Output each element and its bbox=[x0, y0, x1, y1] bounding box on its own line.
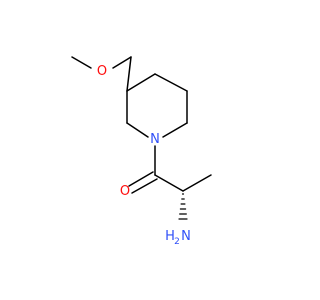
bond-ring-c3-c4 bbox=[126, 73, 156, 92]
bond-ring-c6-n bbox=[162, 122, 188, 138]
hashed-wedge-bond bbox=[178, 193, 188, 220]
amine-hydrogen-count: 2 bbox=[174, 237, 180, 247]
bond-carbonyl-c-alpha bbox=[154, 174, 184, 192]
bond-ring-c4-c5 bbox=[154, 73, 188, 92]
ring-nitrogen-label: N bbox=[150, 132, 160, 147]
bond-ring-n-c2 bbox=[126, 122, 149, 138]
bond-alpha-methyl bbox=[182, 174, 212, 192]
amine-hydrogen-label: H bbox=[165, 229, 175, 244]
carbonyl-oxygen-label: O bbox=[120, 184, 130, 199]
bond-o-ch2 bbox=[112, 56, 132, 69]
bond-methyl-o bbox=[71, 56, 92, 69]
bond-carbonyl-double-1 bbox=[131, 178, 158, 194]
amine-nitrogen-label: N bbox=[181, 229, 191, 244]
structural-formula: O N O H 2 N bbox=[71, 56, 212, 247]
bond-carbonyl-double-2 bbox=[128, 171, 154, 187]
bond-ch2-ring bbox=[126, 56, 132, 92]
methoxy-oxygen-label: O bbox=[97, 64, 107, 79]
